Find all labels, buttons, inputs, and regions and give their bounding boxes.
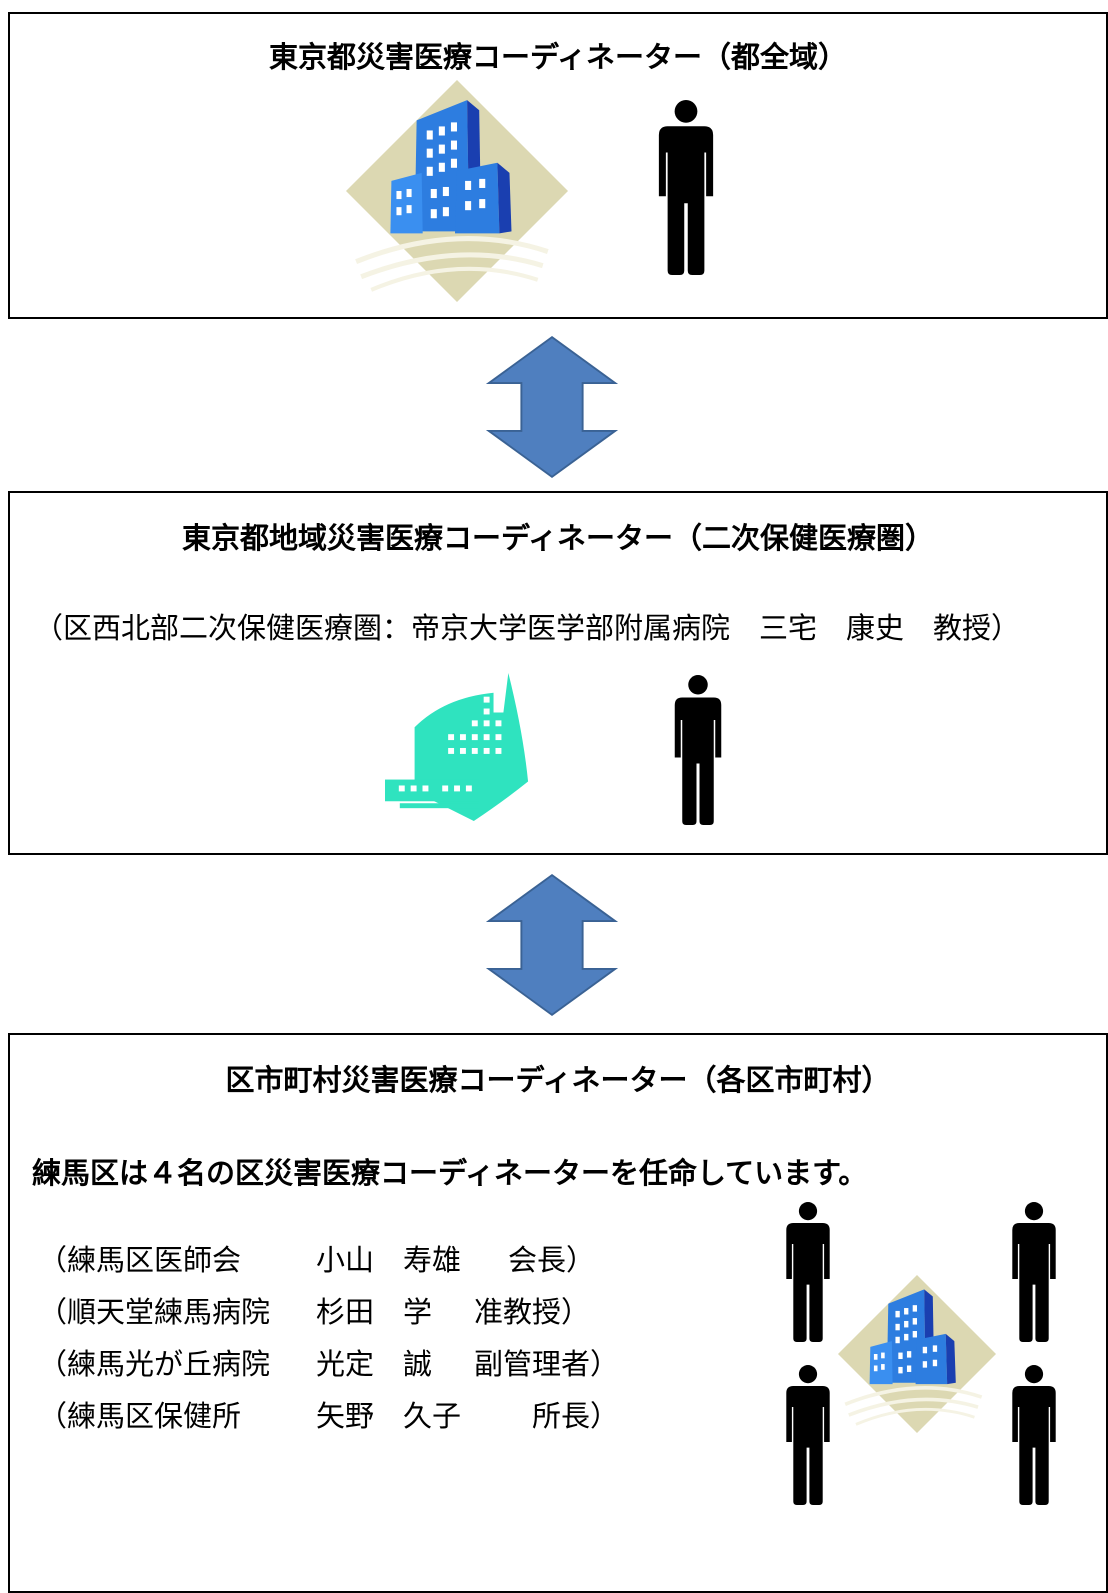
regional-coordinator-title: 東京都地域災害医療コーディネーター（二次保健医療圏） xyxy=(182,521,934,555)
member-row: （練馬光が丘病院 光定 誠 副管理者） xyxy=(38,1341,688,1381)
double-arrow-icon xyxy=(485,870,619,1020)
person-icon xyxy=(780,1202,836,1342)
person-icon xyxy=(653,100,719,275)
member-role: 会長） xyxy=(508,1243,596,1277)
metro-coordinator-title: 東京都災害医療コーディネーター（都全域） xyxy=(269,40,847,74)
member-name: 小山 寿雄 xyxy=(316,1243,462,1277)
regional-coordinator-box: 東京都地域災害医療コーディネーター（二次保健医療圏） （区西北部二次保健医療圏：… xyxy=(8,491,1108,855)
member-name: 矢野 久子 xyxy=(316,1399,462,1433)
member-name: 光定 誠 xyxy=(316,1347,433,1381)
member-org: （練馬区医師会 xyxy=(38,1243,242,1277)
member-role: 准教授） xyxy=(474,1295,591,1329)
person-icon xyxy=(780,1365,836,1505)
building-icon xyxy=(346,80,568,302)
member-row: （順天堂練馬病院 杉田 学 准教授） xyxy=(38,1289,688,1329)
person-icon xyxy=(1006,1202,1062,1342)
member-org: （順天堂練馬病院 xyxy=(38,1295,271,1329)
member-name: 杉田 学 xyxy=(316,1295,433,1329)
municipal-coordinator-box: 区市町村災害医療コーディネーター（各区市町村） 練馬区は４名の区災害医療コーディ… xyxy=(8,1033,1108,1593)
person-icon xyxy=(668,675,728,825)
member-org: （練馬区保健所 xyxy=(38,1399,242,1433)
person-icon xyxy=(1006,1365,1062,1505)
member-org: （練馬光が丘病院 xyxy=(38,1347,271,1381)
municipal-coordinator-title: 区市町村災害医療コーディネーター（各区市町村） xyxy=(225,1063,891,1097)
regional-coordinator-detail: （区西北部二次保健医療圏：帝京大学医学部附属病院 三宅 康史 教授） xyxy=(34,611,1021,645)
building-icon xyxy=(838,1275,996,1433)
double-arrow-icon xyxy=(485,332,619,482)
member-role: 副管理者） xyxy=(474,1347,620,1381)
member-row: （練馬区保健所 矢野 久子 所長） xyxy=(38,1393,688,1433)
metro-coordinator-box: 東京都災害医療コーディネーター（都全域） xyxy=(8,12,1108,319)
municipal-statement: 練馬区は４名の区災害医療コーディネーターを任命しています。 xyxy=(32,1156,868,1190)
member-row: （練馬区医師会 小山 寿雄 会長） xyxy=(38,1237,688,1277)
hospital-icon xyxy=(384,673,534,821)
member-role: 所長） xyxy=(532,1399,620,1433)
